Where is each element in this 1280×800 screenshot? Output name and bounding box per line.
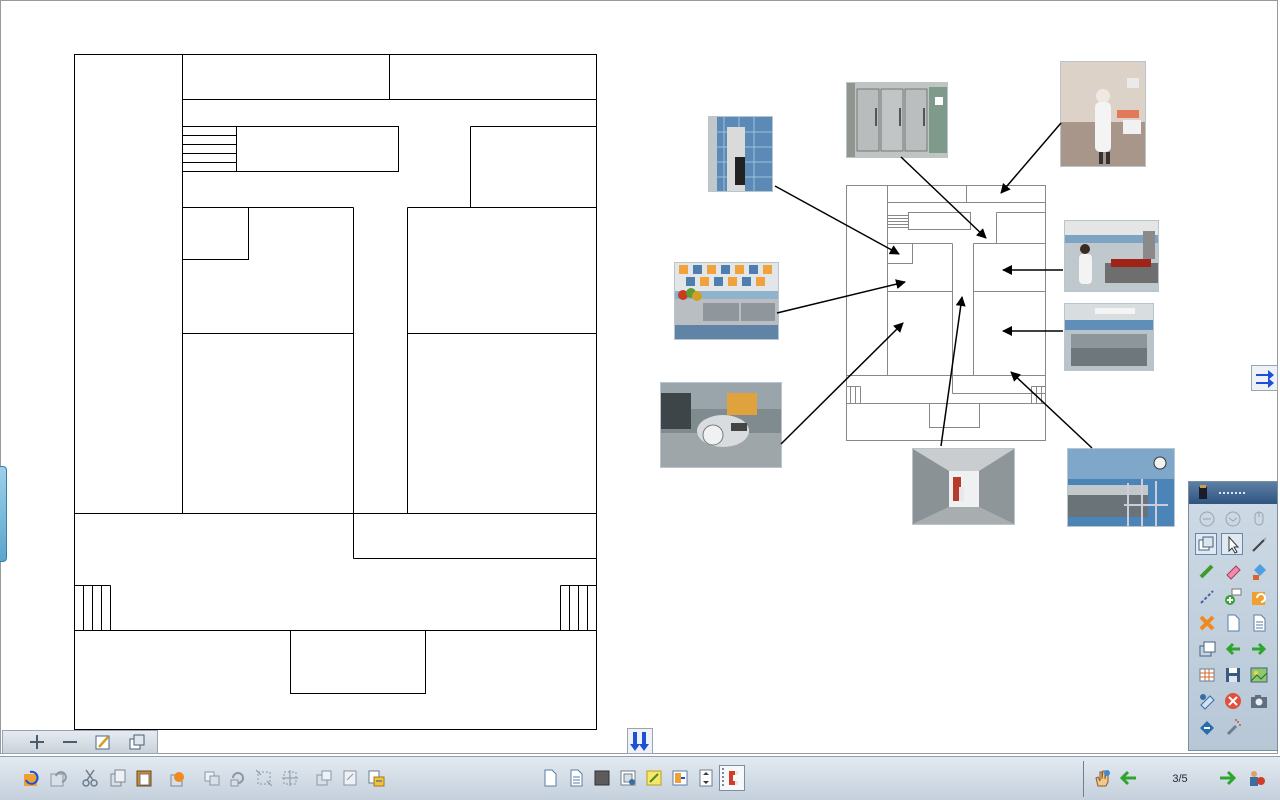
magnet-button[interactable]: [719, 765, 745, 791]
text-icon[interactable]: [1222, 586, 1244, 608]
undo-icon[interactable]: [22, 768, 42, 788]
forward-icon[interactable]: [1248, 638, 1270, 660]
photo-serving-line[interactable]: [1067, 448, 1175, 527]
double-right-arrow-icon: [1256, 370, 1274, 388]
cut-icon[interactable]: [80, 768, 100, 788]
marker-icon[interactable]: [1196, 560, 1218, 582]
screen-capture-icon[interactable]: [618, 768, 638, 788]
select-multi-icon: [1198, 536, 1214, 551]
black-page-icon[interactable]: [592, 768, 612, 788]
hand-icon[interactable]: [1092, 768, 1112, 788]
photo-corridor[interactable]: [912, 448, 1015, 525]
pen-icon[interactable]: [1248, 534, 1270, 556]
pointer-button[interactable]: [1221, 533, 1243, 555]
send-back-icon[interactable]: [340, 768, 360, 788]
mouse-icon[interactable]: [1248, 508, 1270, 530]
spray-icon[interactable]: [1222, 716, 1244, 738]
eraser-pen-icon[interactable]: [1196, 690, 1218, 712]
refresh-icon[interactable]: [1248, 586, 1270, 608]
previous-page-icon[interactable]: [1118, 768, 1138, 788]
bookmark-icon[interactable]: [670, 768, 690, 788]
back-icon[interactable]: [1222, 638, 1244, 660]
floor-plan-large[interactable]: [0, 0, 620, 740]
layer-icon[interactable]: [1196, 638, 1218, 660]
scroll-down-button[interactable]: [627, 728, 653, 754]
edit-icon[interactable]: [93, 733, 113, 751]
photo-storage-room[interactable]: [708, 116, 773, 192]
add-icon[interactable]: [27, 733, 47, 751]
photo-prep-area[interactable]: [1064, 303, 1154, 371]
page-lines-icon[interactable]: [1248, 612, 1270, 634]
page-counter: 3/5: [1172, 773, 1188, 785]
flip-icon[interactable]: [280, 768, 300, 788]
table-icon[interactable]: [1196, 664, 1218, 686]
ungroup-icon[interactable]: [228, 768, 248, 788]
note-icon[interactable]: [644, 768, 664, 788]
bottom-toolbar: 3/5: [0, 756, 1280, 800]
delete-icon[interactable]: [1196, 612, 1218, 634]
zoom-in-icon[interactable]: [1222, 508, 1244, 530]
floor-plan-small[interactable]: [845, 185, 1047, 443]
close-icon[interactable]: [1222, 690, 1244, 712]
camera-icon[interactable]: [1248, 690, 1270, 712]
photo-slicer[interactable]: [660, 382, 782, 468]
shape-icon[interactable]: [168, 768, 188, 788]
tools-palette: [1188, 481, 1278, 751]
zoom-out-icon[interactable]: [1196, 508, 1218, 530]
duplicate-icon[interactable]: [127, 733, 147, 751]
double-down-arrow-icon: [630, 732, 649, 751]
redo-icon[interactable]: [48, 768, 68, 788]
line-icon[interactable]: [1196, 586, 1218, 608]
object-mini-toolbar: [2, 730, 158, 754]
save-icon[interactable]: [1222, 664, 1244, 686]
next-page-arrows-button[interactable]: [1251, 365, 1278, 391]
ink-icon[interactable]: [1196, 716, 1218, 738]
copy-icon[interactable]: [108, 768, 128, 788]
scroll-icon[interactable]: [696, 768, 716, 788]
pointer-icon: [1228, 535, 1240, 554]
magnet-icon: [722, 768, 738, 786]
image-icon[interactable]: [1248, 664, 1270, 686]
rotate-icon[interactable]: [254, 768, 274, 788]
user-icon[interactable]: [1246, 768, 1266, 788]
tools-palette-header[interactable]: [1189, 482, 1277, 504]
photo-sink[interactable]: [674, 262, 779, 340]
remove-icon[interactable]: [60, 733, 80, 751]
photo-staff-handwash[interactable]: [1060, 61, 1146, 167]
photo-fridges[interactable]: [846, 82, 948, 158]
bring-front-icon[interactable]: [314, 768, 334, 788]
whiteboard-canvas[interactable]: [0, 0, 1280, 756]
group-icon[interactable]: [202, 768, 222, 788]
page-icon[interactable]: [1222, 612, 1244, 634]
eraser-icon[interactable]: [1222, 560, 1244, 582]
fill-icon[interactable]: [1248, 560, 1270, 582]
new-page-icon[interactable]: [540, 768, 560, 788]
page-list-icon[interactable]: [566, 768, 586, 788]
next-page-icon[interactable]: [1218, 768, 1238, 788]
select-multi-button[interactable]: [1195, 533, 1217, 555]
photo-cook-kitchen[interactable]: [1064, 220, 1159, 292]
link-icon[interactable]: [366, 768, 386, 788]
side-drawer-tab[interactable]: [0, 466, 7, 562]
toolbar-separator: [1083, 761, 1084, 797]
paste-icon[interactable]: [134, 768, 154, 788]
